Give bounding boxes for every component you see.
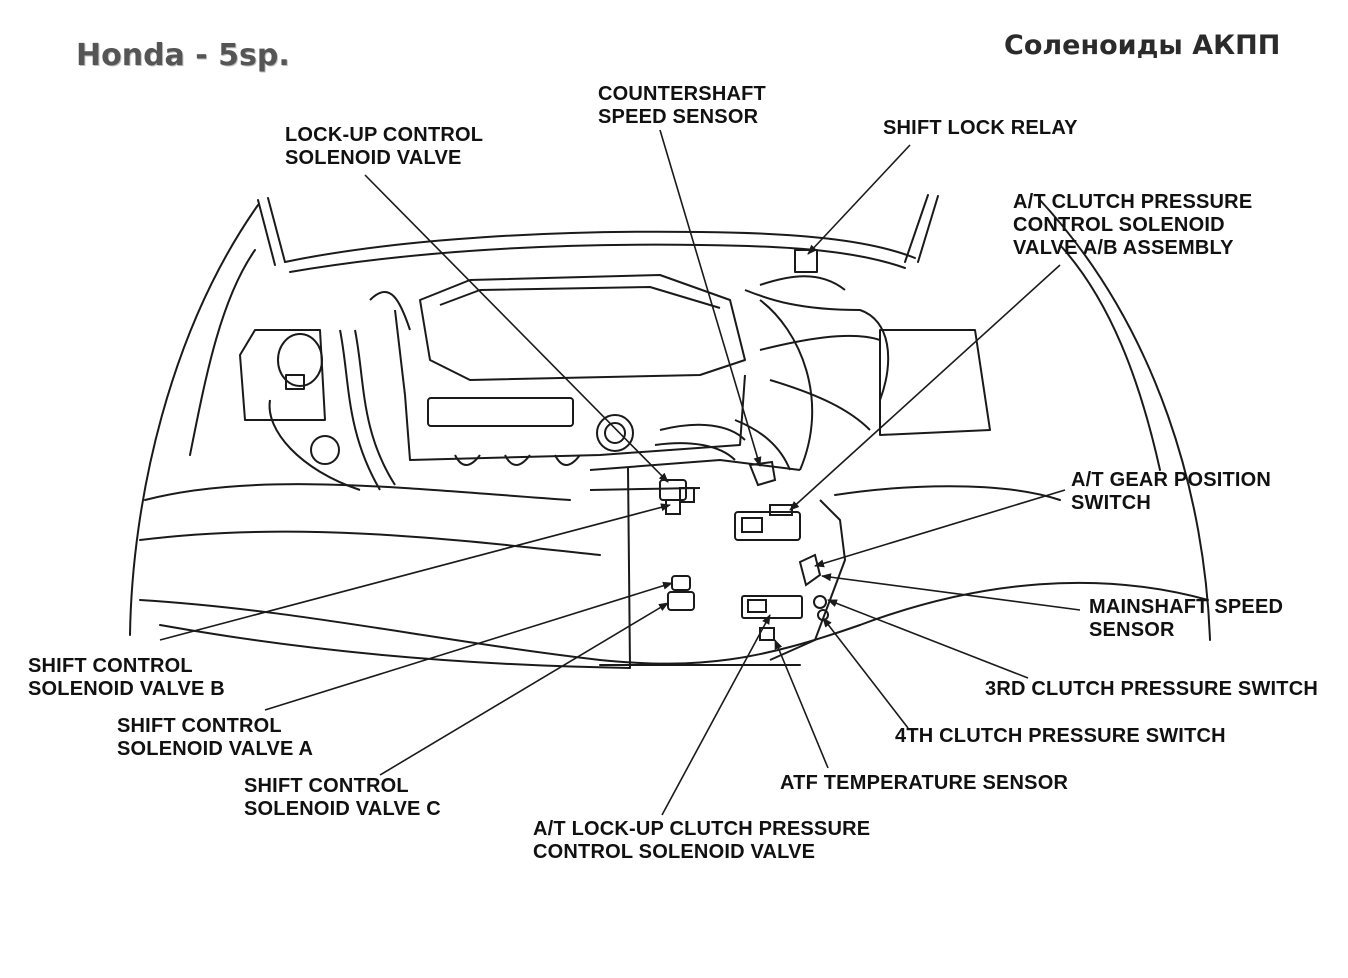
leader-clutch-ab <box>789 264 1061 511</box>
leader-countershaft <box>659 129 762 467</box>
engine-block <box>239 249 991 669</box>
label-lockup-control-solenoid: LOCK-UP CONTROL SOLENOID VALVE <box>285 124 484 169</box>
leader-lines <box>159 129 1081 816</box>
label-atf-temperature-sensor: ATF TEMPERATURE SENSOR <box>780 772 1069 794</box>
leader-solenoid-c <box>379 602 669 776</box>
label-third-clutch-switch: 3RD CLUTCH PRESSURE SWITCH <box>985 678 1318 700</box>
label-clutch-pressure-solenoid-ab: A/T CLUTCH PRESSURE CONTROL SOLENOID VAL… <box>1013 191 1253 259</box>
lockup-control-solenoid-shape <box>659 479 687 515</box>
leader-lockup-clutch <box>661 614 771 816</box>
label-gear-position-switch: A/T GEAR POSITION SWITCH <box>1071 469 1272 514</box>
label-shift-solenoid-c: SHIFT CONTROL SOLENOID VALVE C <box>244 775 441 820</box>
label-fourth-clutch-switch: 4TH CLUTCH PRESSURE SWITCH <box>895 725 1226 747</box>
leader-4th-clutch <box>822 617 909 729</box>
car-body-outline <box>129 194 1211 669</box>
leader-mainshaft <box>821 573 1081 611</box>
leader-3rd-clutch <box>827 599 1029 679</box>
label-countershaft-speed-sensor: COUNTERSHAFT SPEED SENSOR <box>598 83 766 128</box>
leader-shift-lock-relay <box>807 144 911 255</box>
leader-lockup-control <box>364 174 669 483</box>
header-model-title: Honda - 5sp. <box>76 38 290 73</box>
countershaft-sensor-shape <box>748 460 777 487</box>
label-shift-solenoid-b: SHIFT CONTROL SOLENOID VALVE B <box>28 655 225 700</box>
header-subject-title: Соленоиды АКПП <box>1004 30 1281 61</box>
leader-solenoid-b <box>159 503 671 641</box>
lower-solenoid-cluster-shape <box>741 595 829 641</box>
leader-atf-temp <box>774 639 829 769</box>
label-shift-lock-relay: SHIFT LOCK RELAY <box>883 117 1078 139</box>
leader-solenoid-a <box>264 581 673 711</box>
label-shift-solenoid-a: SHIFT CONTROL SOLENOID VALVE A <box>117 715 314 760</box>
gear-position-switch-shape <box>798 553 822 587</box>
label-mainshaft-speed-sensor: MAINSHAFT SPEED SENSOR <box>1089 596 1284 641</box>
label-lockup-clutch-pressure-solenoid: A/T LOCK-UP CLUTCH PRESSURE CONTROL SOLE… <box>533 818 871 863</box>
leader-gear-position <box>814 489 1066 568</box>
